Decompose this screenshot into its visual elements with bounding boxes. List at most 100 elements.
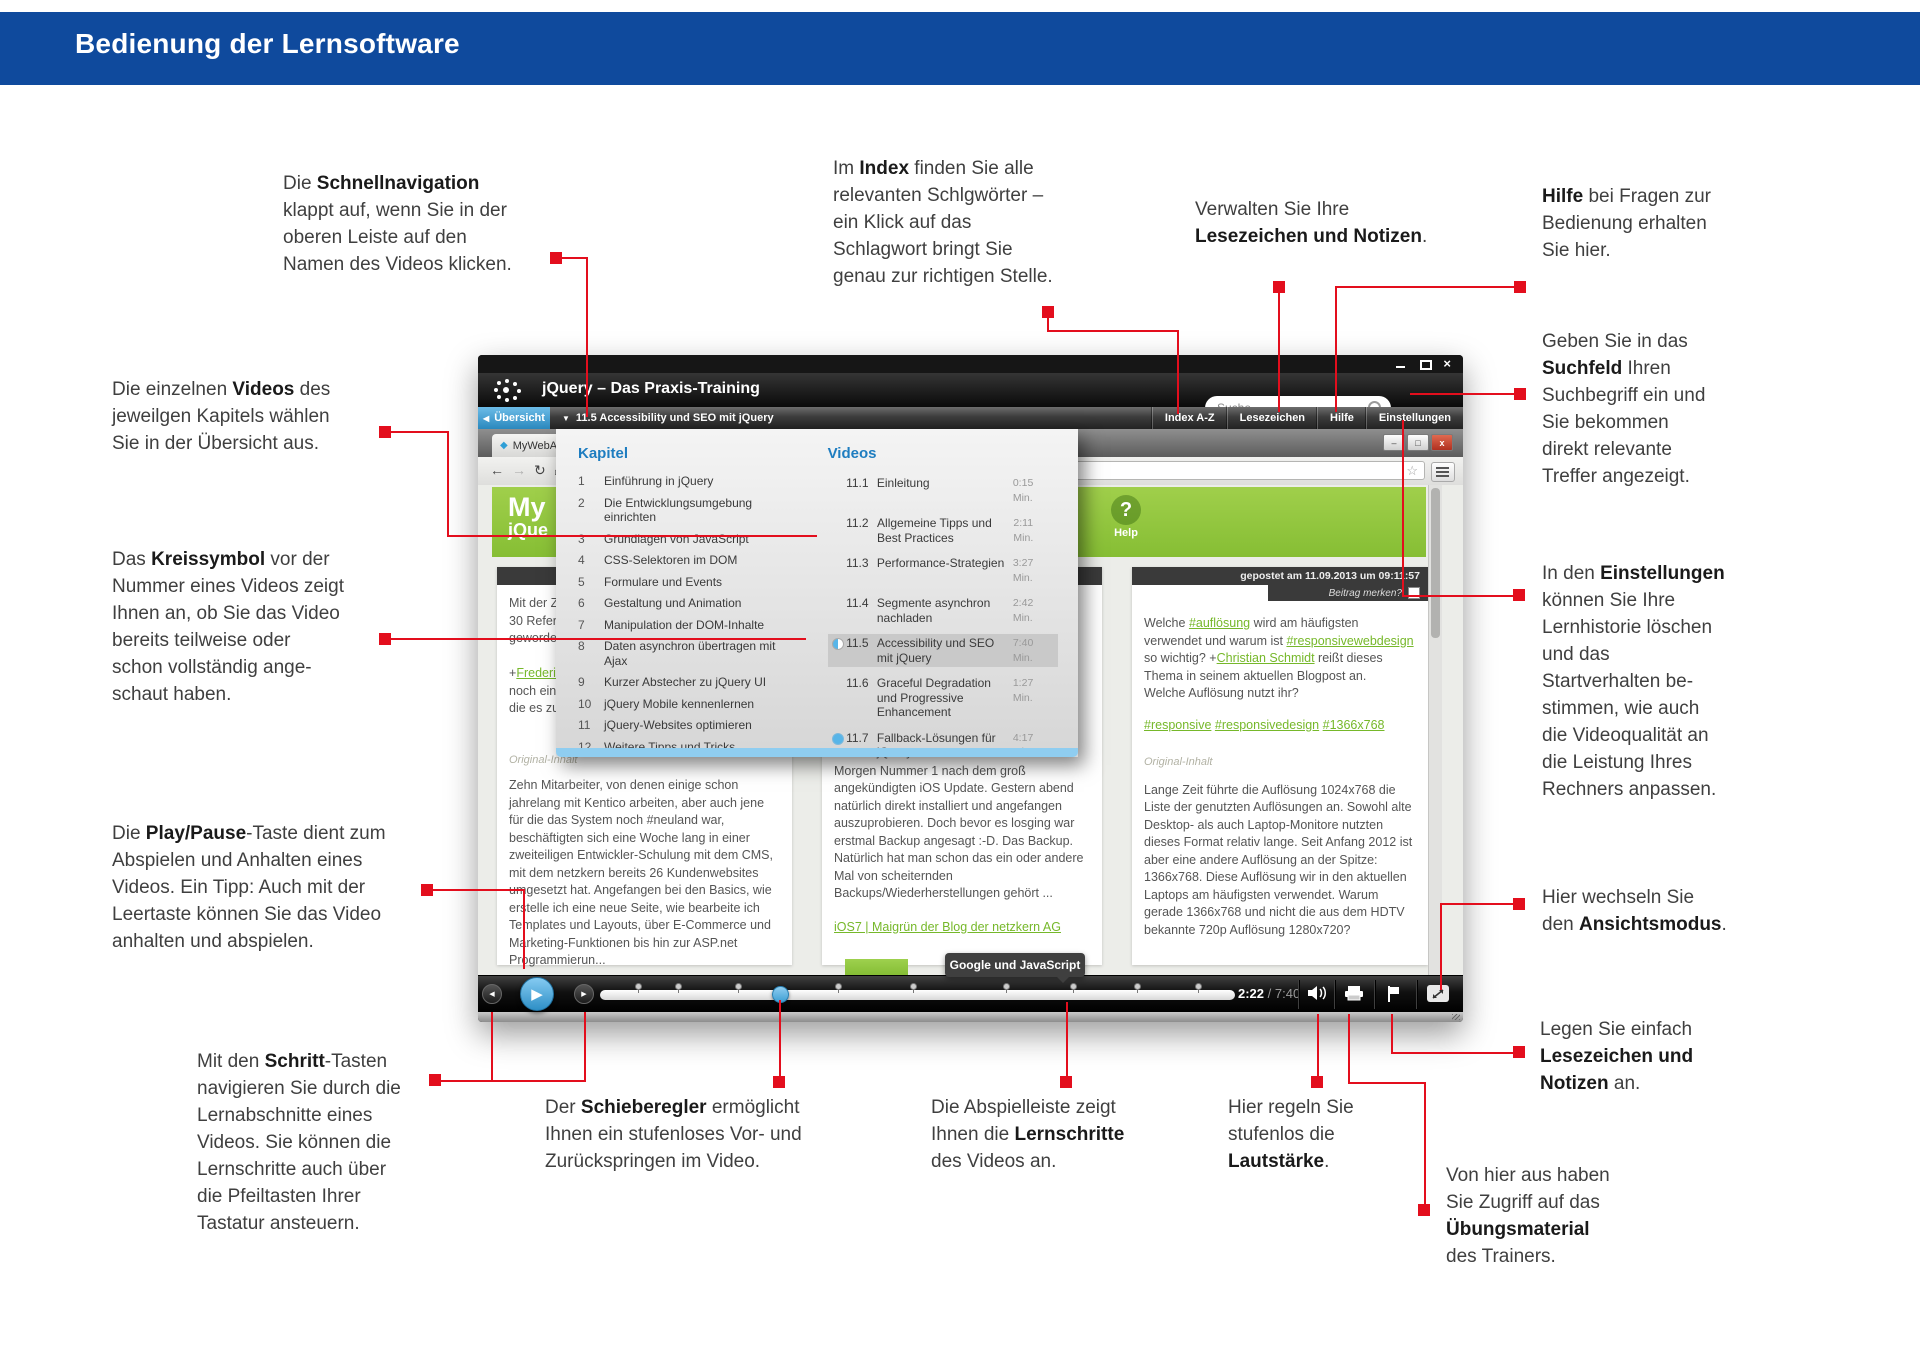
- post-body: Lange Zeit führte die Auflösung 1024x768…: [1144, 782, 1413, 937]
- video-row[interactable]: 11.2 Allgemeine Tipps und Best Practices…: [846, 516, 1034, 545]
- app-header: jQuery – Das Praxis-Training Suche: [478, 373, 1463, 420]
- chapter-tick: [910, 983, 917, 993]
- play-pause-button[interactable]: ▶: [520, 977, 554, 1011]
- exercise-material-icon[interactable]: [1338, 985, 1370, 1001]
- post-body: Zehn Mitarbeiter, von denen einige schon…: [509, 778, 773, 967]
- menubar-item[interactable]: Einstellungen: [1365, 407, 1463, 429]
- video-row[interactable]: 11.3 Performance-Strategien 3:27 Min.: [846, 556, 1034, 584]
- scrollbar-thumb[interactable]: [1431, 488, 1440, 638]
- post-body: Morgen Nummer 1 nach dem groß angekündig…: [834, 763, 1084, 901]
- panel-bottom-accent: [556, 748, 1078, 757]
- progress-circle-icon: [831, 638, 844, 650]
- tab-favicon-icon: ◆: [500, 440, 508, 451]
- chapter-tick: [1195, 983, 1202, 993]
- videos-heading: Videos: [827, 445, 877, 462]
- site-logo: My jQue: [508, 492, 549, 540]
- player-bar: ◀ ▶ ▶ 2:22 / 7:40: [478, 959, 1463, 1012]
- chapter-tick: [635, 983, 642, 993]
- menu-current-video[interactable]: ▼ 11.5 Accessibility und SEO mit jQuery: [562, 412, 774, 424]
- original-content-label: Original-Inhalt: [1144, 756, 1213, 768]
- browser-close-icon[interactable]: x: [1431, 434, 1453, 451]
- chapter-tick: [1070, 983, 1077, 993]
- volume-icon[interactable]: [1304, 985, 1332, 1001]
- page-title: Bedienung der Lernsoftware: [75, 28, 460, 59]
- post-remember-bar: Beitrag merken?: [1268, 585, 1428, 601]
- progress-circle-icon: [831, 732, 844, 745]
- menubar-item[interactable]: Lesezeichen: [1226, 407, 1317, 429]
- menubar-item[interactable]: Index A-Z: [1151, 407, 1227, 429]
- time-display: 2:22 / 7:40: [1238, 986, 1301, 1001]
- browser-minimize-icon[interactable]: –: [1383, 434, 1405, 451]
- view-mode-icon[interactable]: [1420, 985, 1456, 1002]
- window-bottom-edge: [478, 1012, 1463, 1022]
- chapter-tick: [1003, 983, 1010, 993]
- video-row[interactable]: 11.6 Graceful Degradation und Progressiv…: [846, 676, 1034, 719]
- chapter-tick: [735, 983, 742, 993]
- back-icon[interactable]: ←: [490, 462, 504, 478]
- window-titlebar: ×: [478, 355, 1463, 373]
- learning-step-highlight: [845, 959, 908, 975]
- chapter-tick: [675, 983, 682, 993]
- page-header: Bedienung der Lernsoftware: [0, 12, 1920, 85]
- dropdown-triangle-icon: ▼: [562, 413, 570, 423]
- video-row[interactable]: 11.5 Accessibility und SEO mit jQuery 7:…: [827, 634, 1058, 667]
- step-forward-button[interactable]: ▶: [574, 984, 594, 1004]
- post-hashtags[interactable]: #responsive #responsivedesign #1366x768: [1144, 717, 1385, 732]
- post-link[interactable]: iOS7 | Maigrün der Blog der netzkern AG: [834, 919, 1061, 934]
- resize-grip[interactable]: [1452, 1014, 1460, 1020]
- video-row[interactable]: 11.4 Segmente asynchron nachladen 2:42 M…: [846, 596, 1034, 625]
- post-column-right: gepostet am 11.09.2013 um 09:11:57 Beitr…: [1132, 567, 1428, 965]
- timeline[interactable]: [600, 983, 1235, 1003]
- forward-icon[interactable]: →: [512, 462, 526, 478]
- help-icon: ?: [1111, 495, 1141, 525]
- bookmark-flag-icon[interactable]: [1378, 985, 1410, 1002]
- bookmark-star-icon[interactable]: ☆: [1406, 463, 1418, 478]
- remember-checkbox[interactable]: [1408, 587, 1420, 599]
- menubar: ◀ Übersicht ▼ 11.5 Accessibility und SEO…: [478, 407, 1463, 429]
- chapter-tick: [835, 983, 842, 993]
- browser-menu-icon[interactable]: [1431, 462, 1455, 482]
- minimize-icon[interactable]: [1395, 359, 1407, 369]
- menu-overview-button[interactable]: ◀ Übersicht: [478, 407, 550, 429]
- video-list: Videos 11.1 Einleitung 0:15 Min.: [827, 445, 1058, 769]
- help-button[interactable]: ? Help: [1104, 495, 1148, 539]
- reload-icon[interactable]: ↻: [534, 462, 546, 478]
- step-back-button[interactable]: ◀: [482, 984, 502, 1004]
- browser-maximize-icon[interactable]: □: [1407, 434, 1429, 451]
- video-row[interactable]: 11.1 Einleitung 0:15 Min.: [846, 476, 1034, 504]
- close-icon[interactable]: ×: [1443, 356, 1451, 371]
- menubar-item[interactable]: Hilfe: [1317, 407, 1366, 429]
- chapter-tooltip: Google und JavaScript: [945, 953, 1085, 983]
- app-logo-icon: [494, 379, 521, 402]
- maximize-icon[interactable]: [1419, 359, 1433, 370]
- back-triangle-icon: ◀: [483, 413, 490, 423]
